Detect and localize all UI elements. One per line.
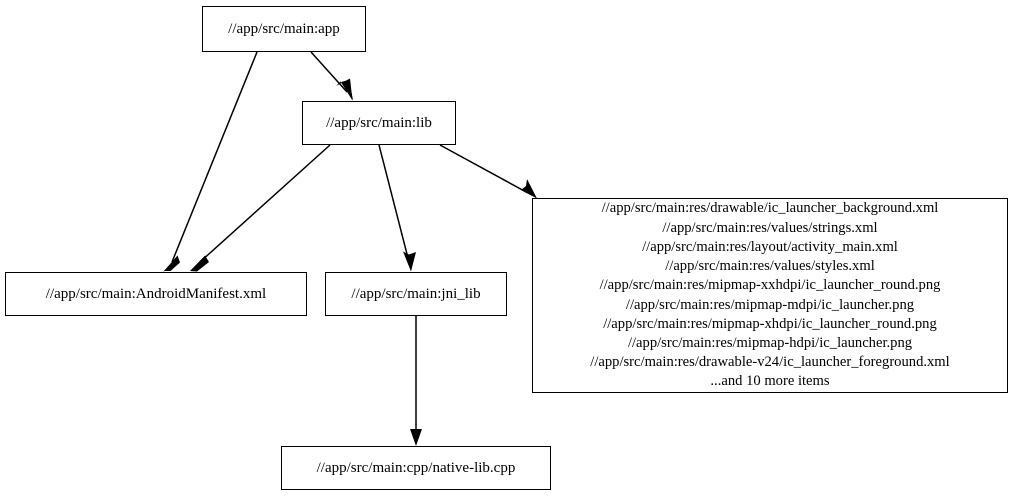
edge-jni-lib-to-native-lib — [410, 316, 422, 446]
node-jni-lib[interactable]: //app/src/main:jni_lib — [325, 272, 507, 316]
node-app-label: //app/src/main:app — [228, 20, 340, 37]
edge-lib-to-res — [439, 144, 537, 199]
edge-lib-to-jni-lib — [378, 144, 416, 272]
node-native-lib-cpp[interactable]: //app/src/main:cpp/native-lib.cpp — [281, 446, 551, 490]
edge-lib-to-manifest — [190, 144, 331, 272]
node-jni-lib-label: //app/src/main:jni_lib — [351, 285, 481, 302]
node-res-files-label: //app/src/main:res/drawable/ic_launcher_… — [590, 200, 950, 390]
edge-app-to-manifest — [163, 51, 258, 272]
edge-app-to-lib — [310, 51, 353, 101]
node-lib-label: //app/src/main:lib — [326, 114, 432, 131]
node-res-files[interactable]: //app/src/main:res/drawable/ic_launcher_… — [532, 198, 1008, 393]
node-android-manifest-label: //app/src/main:AndroidManifest.xml — [45, 285, 267, 302]
node-native-lib-cpp-label: //app/src/main:cpp/native-lib.cpp — [316, 459, 516, 476]
node-app[interactable]: //app/src/main:app — [202, 6, 366, 52]
node-android-manifest[interactable]: //app/src/main:AndroidManifest.xml — [5, 272, 307, 316]
node-lib[interactable]: //app/src/main:lib — [302, 101, 456, 145]
